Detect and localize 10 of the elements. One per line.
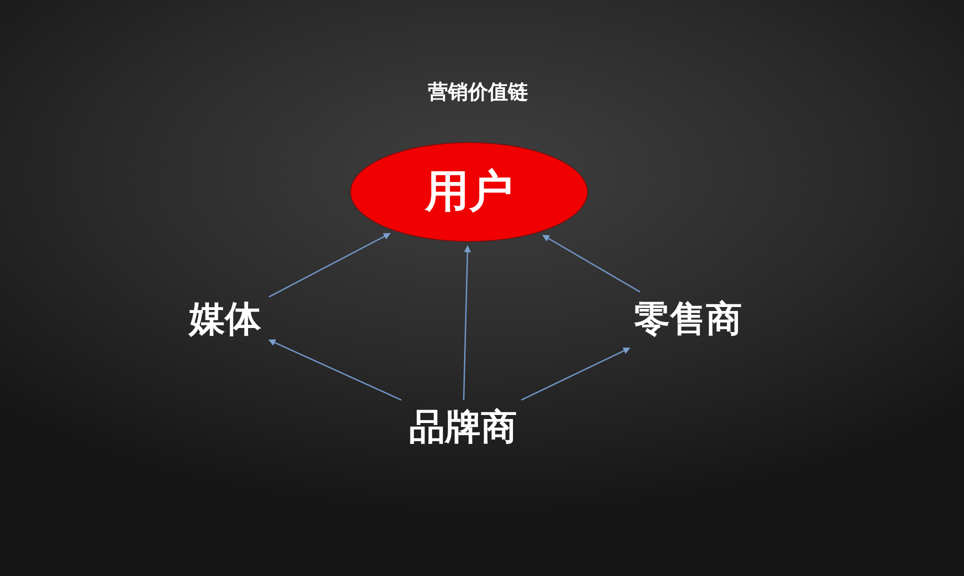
arrow (521, 347, 630, 401)
node-label: 零售商 (634, 302, 742, 338)
arrow (268, 232, 391, 298)
ellipse-node: 用户 (350, 142, 588, 242)
arrow (463, 245, 471, 400)
node-label: 品牌商 (409, 410, 517, 446)
title: 营销价值链 (428, 78, 528, 106)
arrow (268, 339, 402, 401)
node-label: 媒体 (189, 302, 261, 338)
arrow (542, 234, 640, 293)
